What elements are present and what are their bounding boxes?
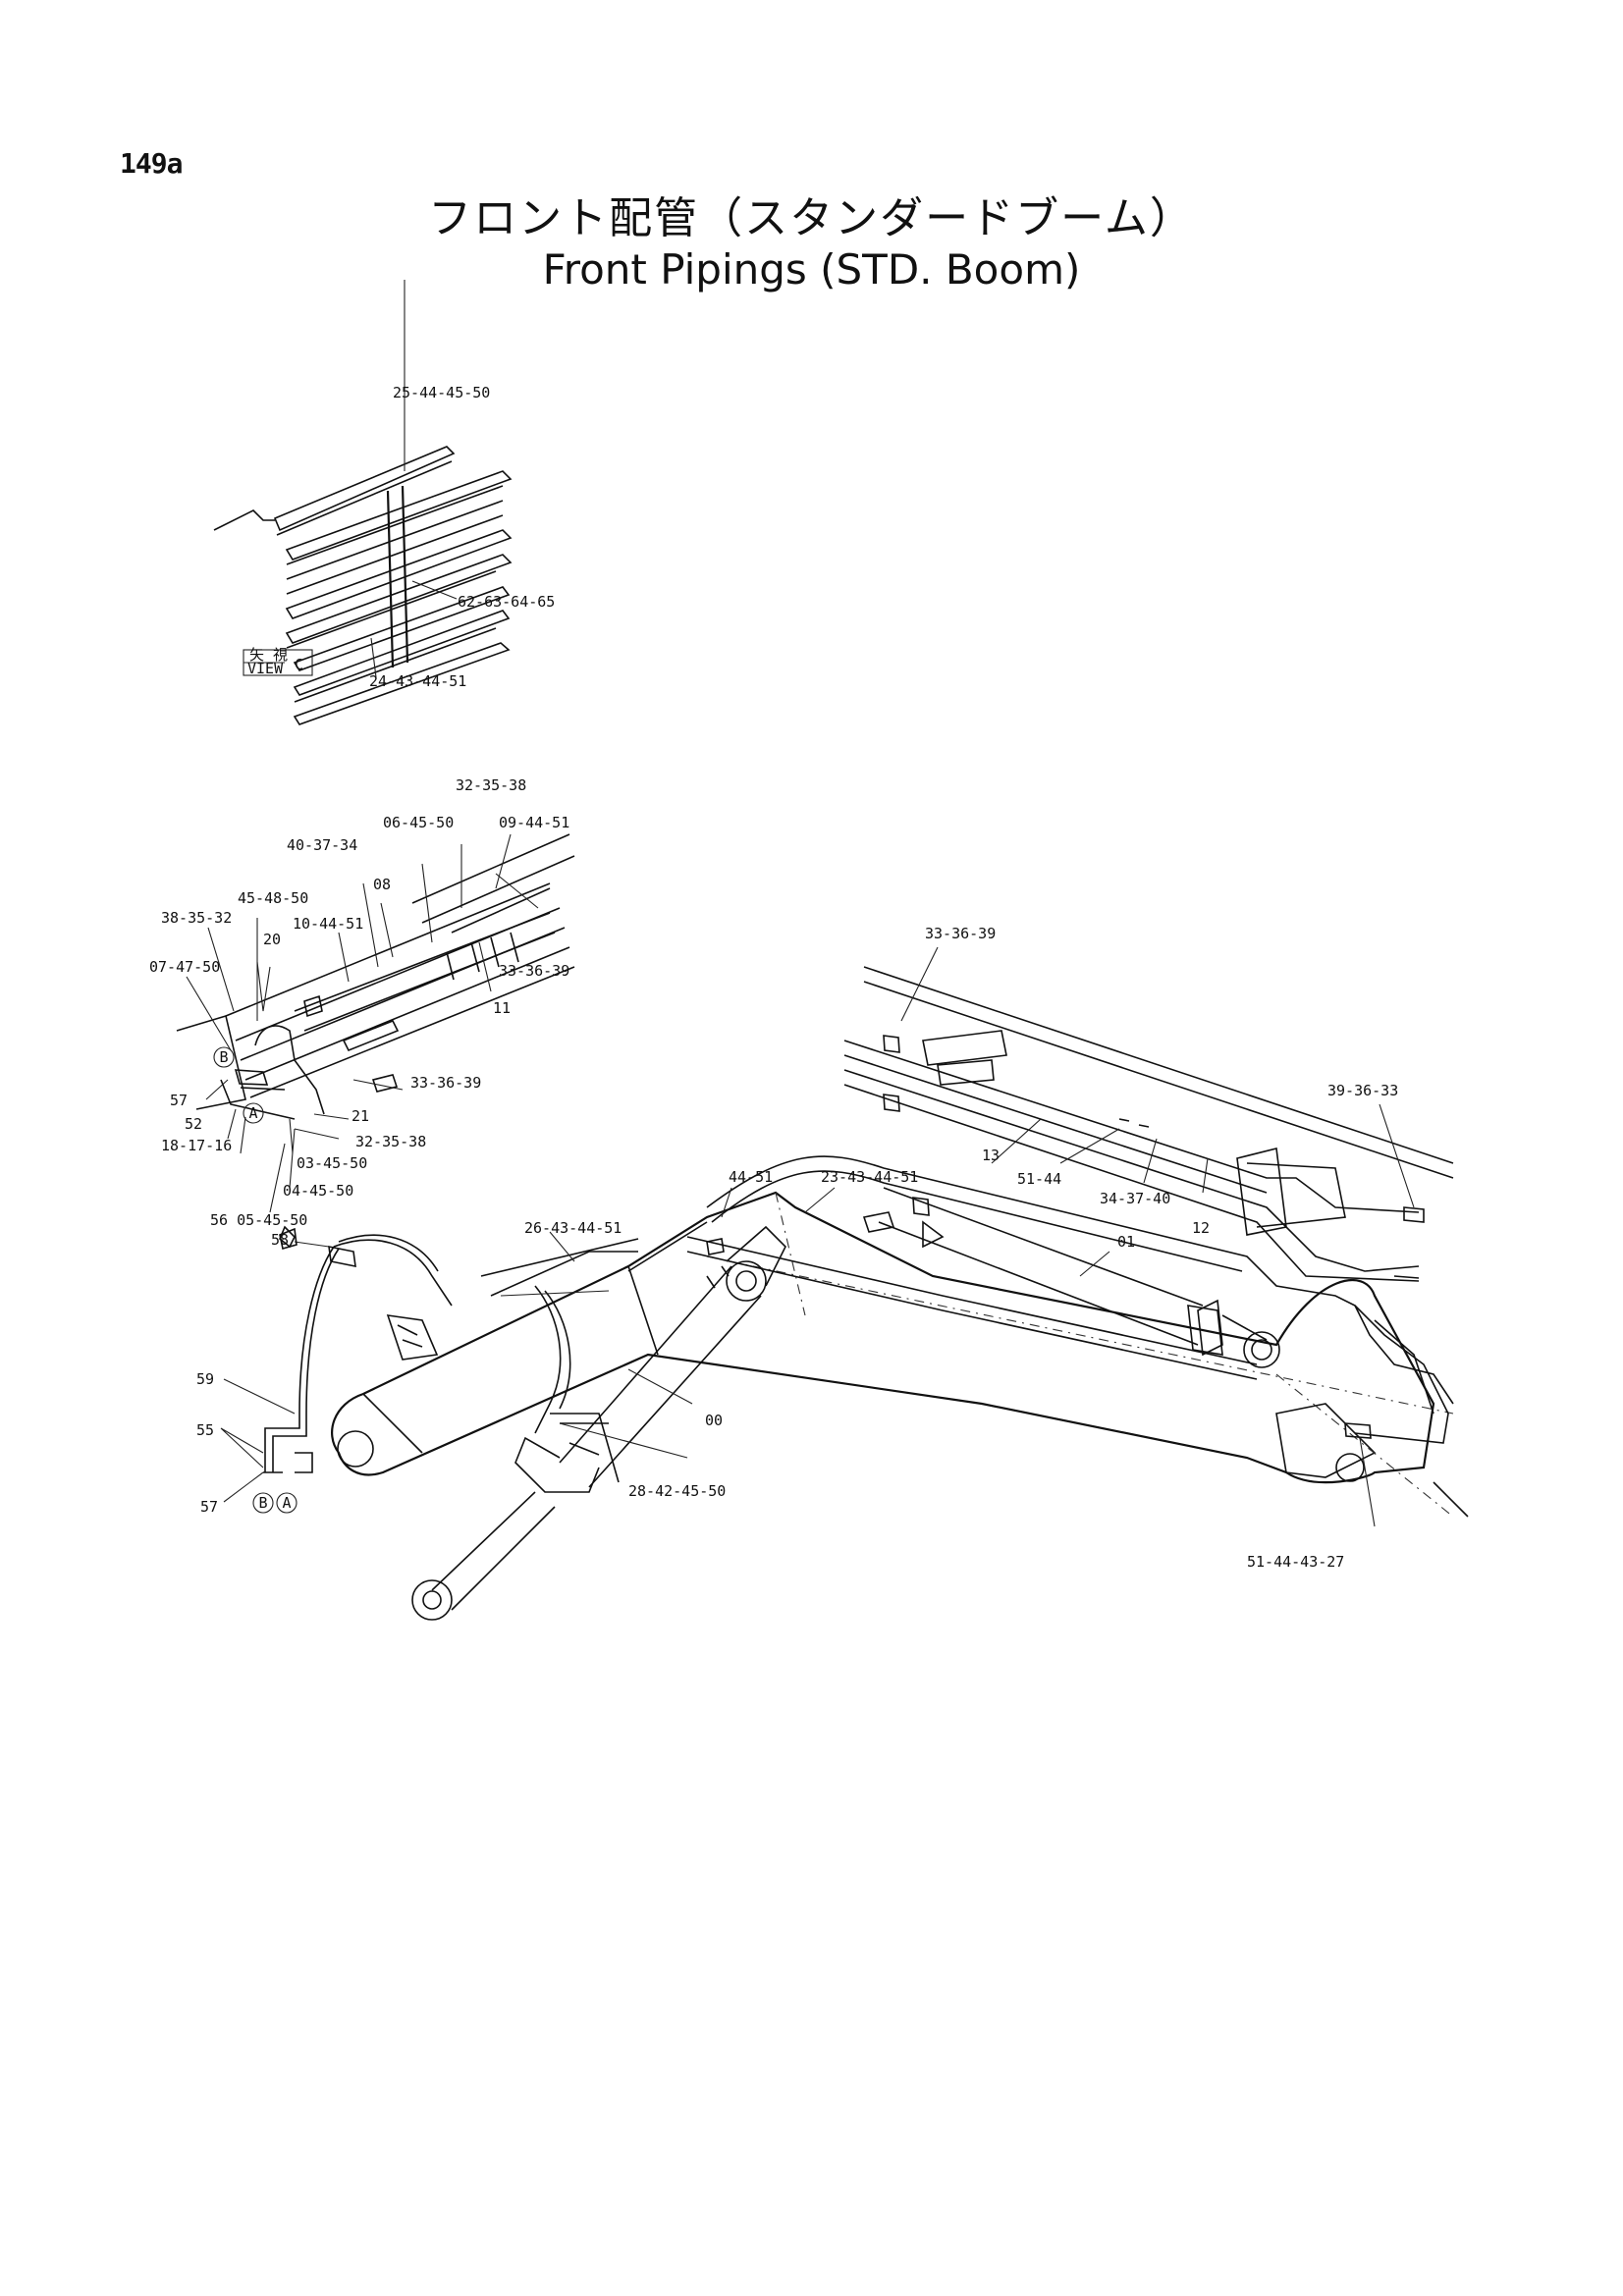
part-label: 32-35-38 [355, 1133, 426, 1150]
marker-a-hose: A [282, 1494, 291, 1512]
part-label: 11 [493, 999, 511, 1017]
boom-root-detail [176, 833, 575, 1120]
part-label: 52 [185, 1115, 202, 1133]
part-label: 04-45-50 [283, 1182, 353, 1200]
part-label: 58 [271, 1231, 289, 1249]
root-detail-leaders [186, 833, 539, 1213]
part-label: 33-36-39 [925, 925, 996, 942]
part-label: 21 [352, 1107, 369, 1125]
part-label: 13 [982, 1147, 1000, 1164]
part-label: 23-43-44-51 [821, 1168, 918, 1186]
part-label: 40-37-34 [287, 836, 357, 854]
part-label: 55 [196, 1421, 214, 1439]
part-label: 03-45-50 [297, 1154, 367, 1172]
hose-lines-lower [293, 610, 511, 725]
title-english: Front Pipings (STD. Boom) [542, 245, 1081, 294]
part-label: 32-35-38 [456, 776, 526, 794]
part-label: 09-44-51 [499, 814, 569, 831]
part-label: 01 [1117, 1233, 1135, 1251]
part-label: 24-43-44-51 [369, 672, 466, 690]
part-label: 51-44-43-27 [1247, 1553, 1344, 1571]
left-hose-assembly [220, 1225, 575, 1503]
hose-clamp-band [386, 485, 409, 668]
upper-boom-leaders [900, 946, 1415, 1208]
part-label: 44-51 [729, 1168, 773, 1186]
view-c-hose-bundle: 矢 視 VIEW C [213, 280, 513, 725]
marker-b-root: B [219, 1048, 228, 1066]
part-label: 00 [705, 1412, 723, 1429]
part-labels: 25-44-45-50 62-63-64-65 24-43-44-51 32-3… [149, 384, 1398, 1571]
part-label: 25-44-45-50 [393, 384, 490, 401]
part-label: 33-36-39 [410, 1074, 481, 1092]
part-label: 33-36-39 [499, 962, 569, 980]
part-label: 57 [170, 1092, 188, 1109]
part-label: 12 [1192, 1219, 1210, 1237]
part-label: 57 [200, 1498, 218, 1516]
main-boom-leaders [500, 1187, 1376, 1527]
part-label: 08 [373, 876, 391, 893]
title-japanese: フロント配管（スタンダードブーム） [428, 193, 1195, 243]
marker-b-hose: B [258, 1494, 267, 1512]
boom-pipes [480, 1155, 1454, 1483]
view-c-arrow-icon [279, 1227, 298, 1251]
hose-lines-upper [285, 470, 513, 619]
part-label: 26-43-44-51 [524, 1219, 622, 1237]
upper-boom-detail [843, 966, 1454, 1282]
marker-a-root: A [248, 1104, 257, 1122]
part-label: 10-44-51 [293, 915, 363, 933]
main-boom [331, 1191, 1469, 1518]
arm-cylinder [878, 1187, 1268, 1357]
part-label: 39-36-33 [1327, 1082, 1398, 1099]
svg-text:矢 視: 矢 視 [249, 646, 288, 664]
part-label: 18-17-16 [161, 1137, 232, 1154]
part-label: 34-37-40 [1100, 1190, 1170, 1207]
part-label: 38-35-32 [161, 909, 232, 927]
view-label: VIEW [247, 660, 284, 677]
circled-markers: B A B A [213, 1046, 298, 1514]
part-label: 51-44 [1017, 1170, 1061, 1188]
part-label: 20 [263, 931, 281, 948]
boom-cylinder [411, 1225, 786, 1621]
part-label: 62-63-64-65 [458, 593, 555, 611]
page-number: 149a [120, 147, 183, 180]
view-c-box: 矢 視 VIEW C [243, 646, 313, 677]
part-label: 59 [196, 1370, 214, 1388]
part-label: 56 05-45-50 [210, 1211, 307, 1229]
part-label: 28-42-45-50 [628, 1482, 726, 1500]
part-label: 45-48-50 [238, 889, 308, 907]
hose-lines-middle [285, 554, 513, 671]
view-letter: C [295, 656, 303, 673]
part-label: 07-47-50 [149, 958, 220, 976]
part-label: 06-45-50 [383, 814, 454, 831]
